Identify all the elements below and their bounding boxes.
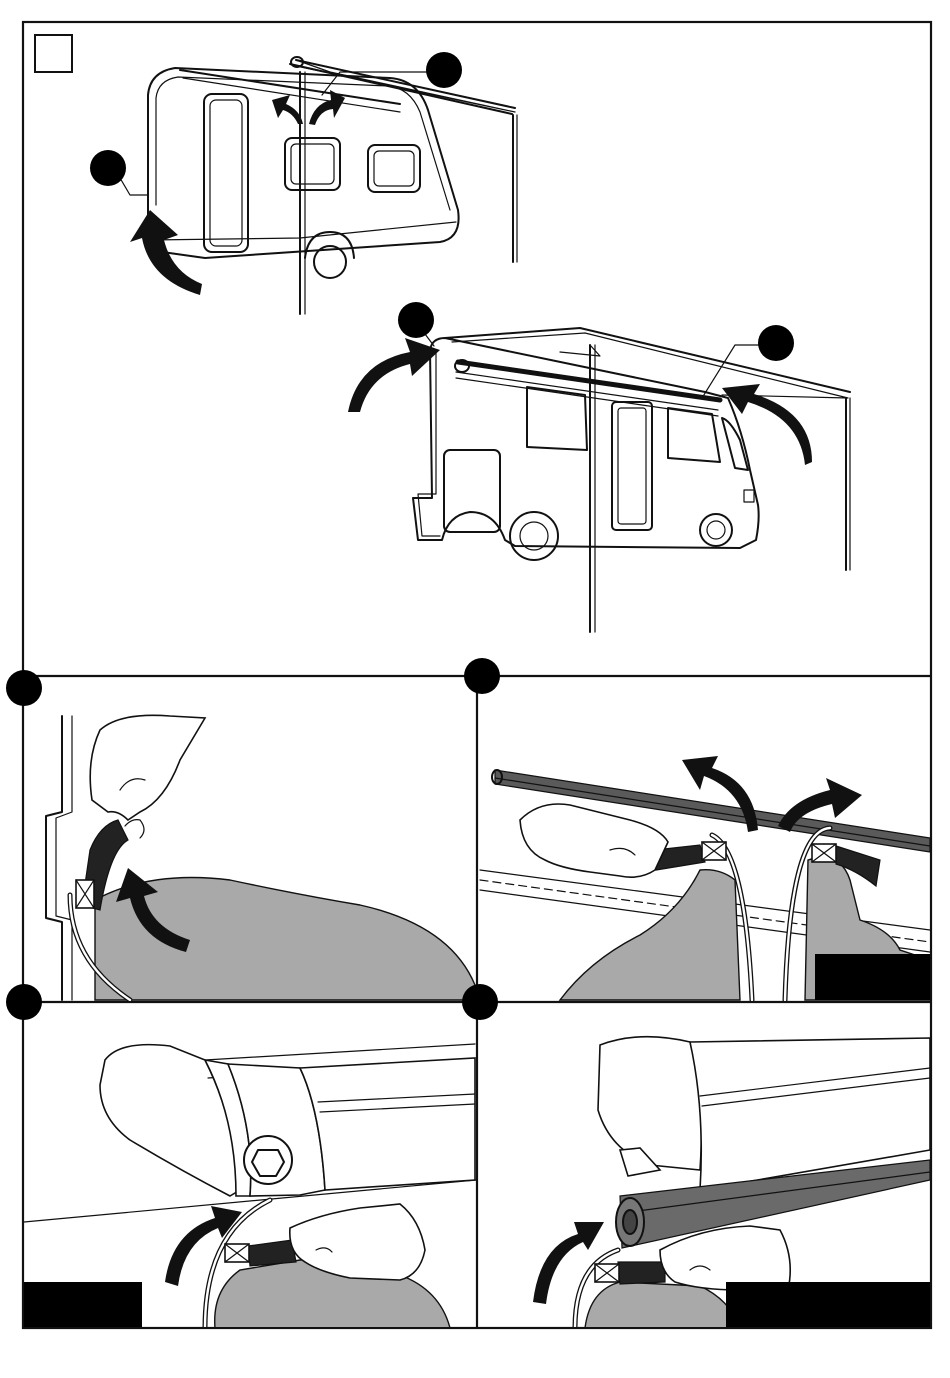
panel-1-badge [6,670,42,706]
panel-1-illustration [46,715,475,1000]
panel-3-illustration [24,1044,476,1328]
panel-2-badge [464,658,500,694]
panel-3-badge [6,984,42,1020]
callout-d [758,325,794,361]
panel-2-illustration [480,756,931,1000]
panel-2-caption-box [815,954,931,1000]
panel-4-badge [462,984,498,1020]
caravan-illustration [120,57,517,314]
motorhome-illustration [348,328,850,632]
panel-3-caption-box [24,1282,142,1328]
panel-4-illustration [533,1037,931,1328]
callout-a [90,150,126,186]
step-number-box [35,35,72,72]
callout-b [426,52,462,88]
callout-c [398,302,434,338]
panel-4-caption-box [726,1282,931,1328]
